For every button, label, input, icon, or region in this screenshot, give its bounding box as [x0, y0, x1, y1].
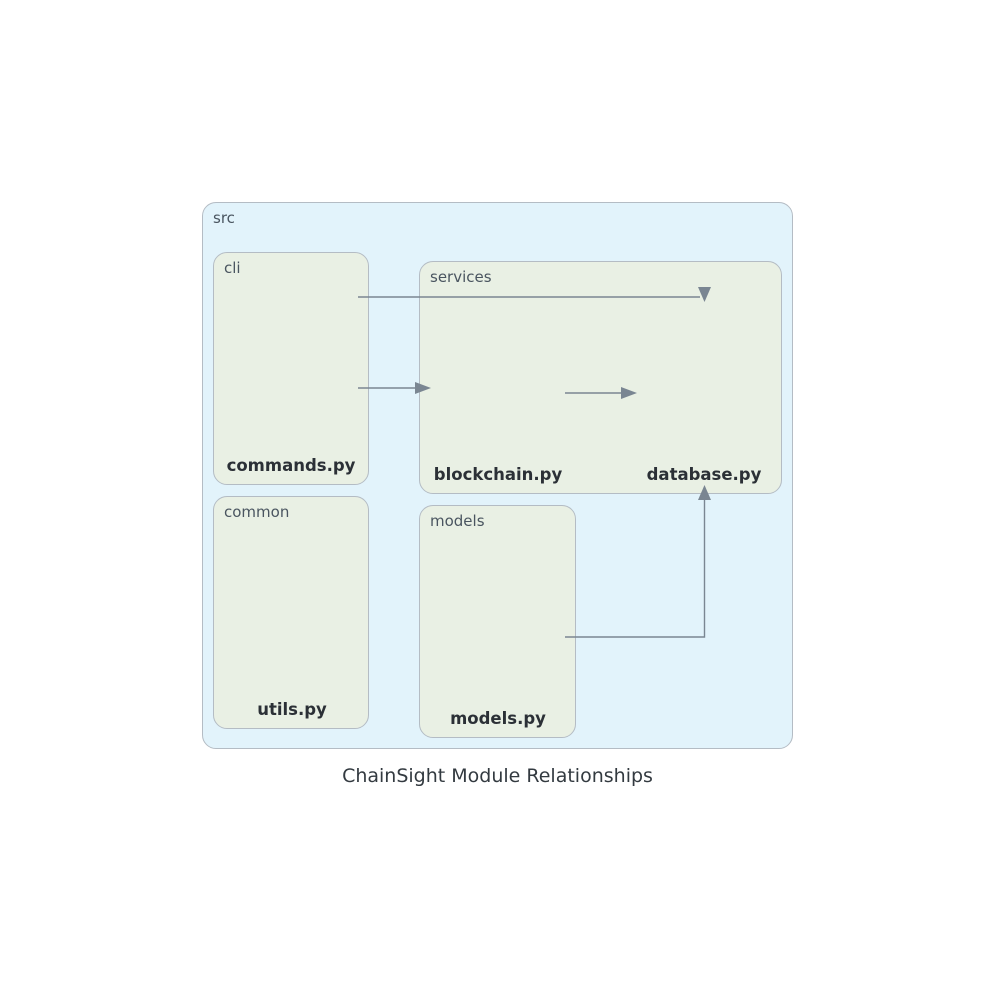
cluster-services-label: services	[430, 268, 492, 286]
cluster-services: services	[419, 261, 782, 494]
module-commands: commands.py	[226, 456, 356, 475]
cluster-common: common	[213, 496, 369, 729]
cluster-common-label: common	[224, 503, 290, 521]
module-utils: utils.py	[257, 700, 327, 719]
cluster-cli: cli	[213, 252, 369, 485]
cluster-models: models	[419, 505, 576, 738]
cluster-src-label: src	[213, 209, 235, 227]
diagram-title: ChainSight Module Relationships	[342, 765, 653, 787]
module-database: database.py	[646, 465, 762, 484]
module-models: models.py	[450, 709, 546, 728]
cluster-cli-label: cli	[224, 259, 241, 277]
cluster-models-label: models	[430, 512, 485, 530]
module-blockchain: blockchain.py	[433, 465, 563, 484]
